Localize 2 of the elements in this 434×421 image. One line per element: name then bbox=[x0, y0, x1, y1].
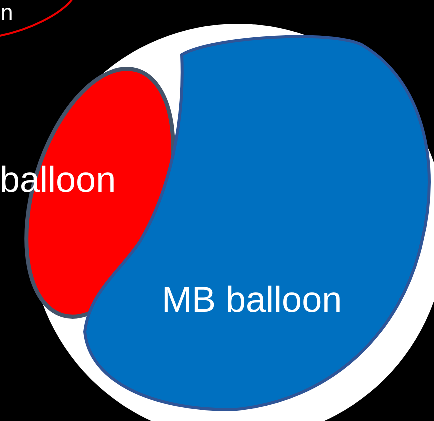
balloon-label: MB balloon bbox=[162, 282, 342, 318]
balloon-label: n bbox=[1, 2, 14, 24]
